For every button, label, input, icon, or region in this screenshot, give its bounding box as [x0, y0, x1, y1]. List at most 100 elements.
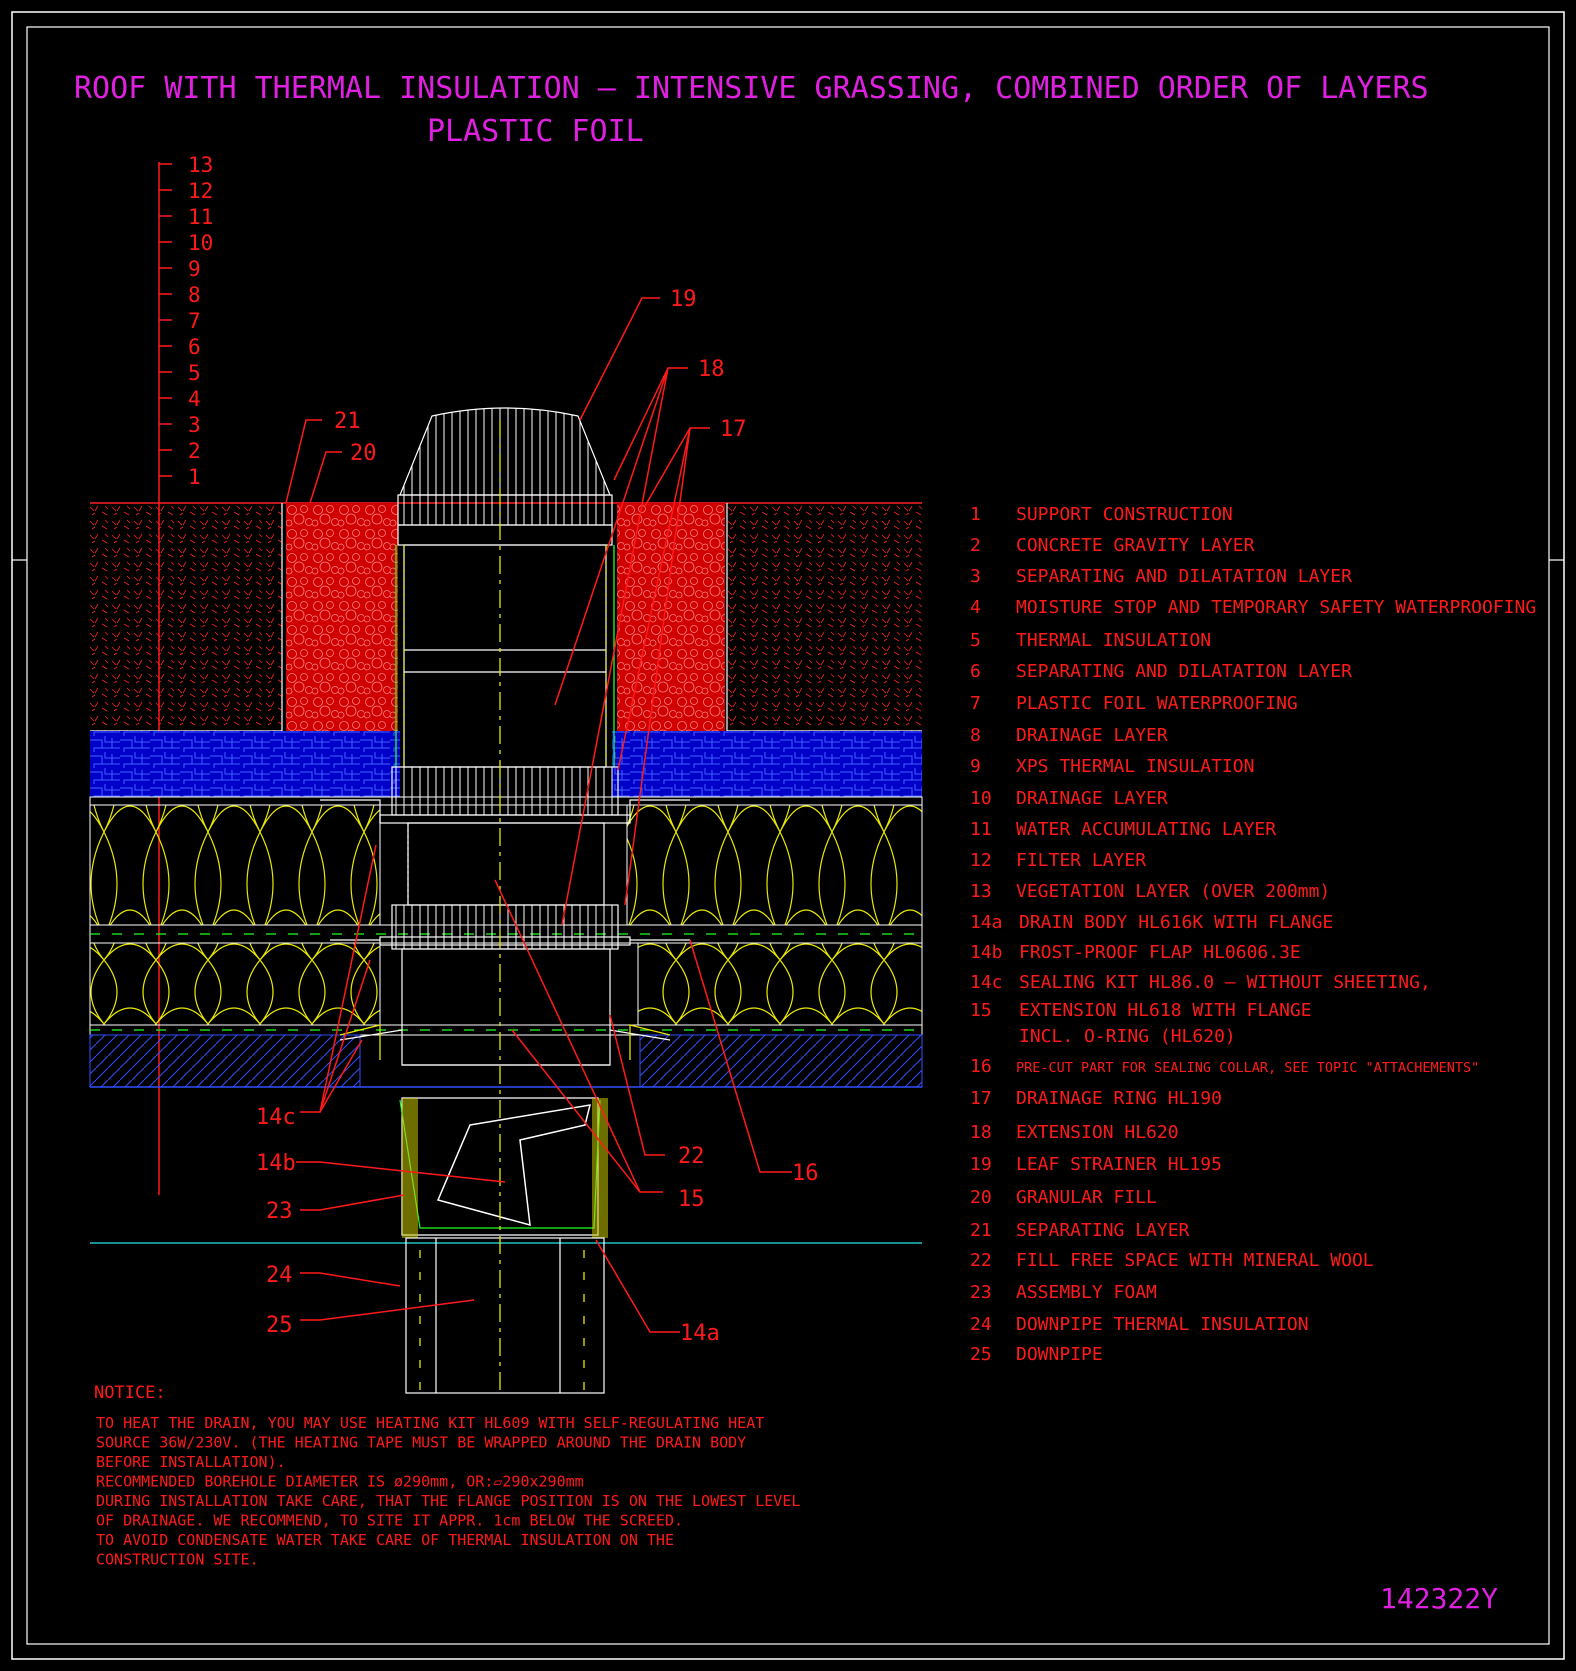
legend-text: PLASTIC FOIL WATERPROOFING	[1016, 693, 1298, 714]
callout-labels: 19 18 17 21 20 22 15 16 14c 14b 23 24 25…	[256, 287, 819, 1346]
legend-text: FROST-PROOF FLAP HL0606.3E	[1019, 942, 1301, 963]
title-line-1: ROOF WITH THERMAL INSULATION – INTENSIVE…	[74, 71, 1429, 106]
granular-fill-left	[286, 503, 398, 731]
callout-14c: 14c	[256, 1105, 296, 1130]
notice-line: CONSTRUCTION SITE.	[96, 1551, 259, 1569]
legend-text: SEPARATING LAYER	[1016, 1220, 1190, 1241]
legend-text: DOWNPIPE	[1016, 1344, 1103, 1365]
legend-text: CONCRETE GRAVITY LAYER	[1016, 535, 1255, 556]
legend-text: INCL. O-RING (HL620)	[1019, 1026, 1236, 1047]
legend-text: THERMAL INSULATION	[1016, 630, 1211, 651]
legend-text: VEGETATION LAYER (OVER 200mm)	[1016, 881, 1330, 902]
vegetation-layer-left	[90, 503, 282, 731]
xps-insulation-right	[626, 804, 923, 926]
legend-text: EXTENSION HL618 WITH FLANGE	[1019, 1000, 1312, 1021]
callout-14b: 14b	[256, 1151, 296, 1176]
callout-20: 20	[350, 441, 377, 466]
roof-section	[89, 502, 923, 1244]
callout-18: 18	[698, 357, 725, 382]
legend-number: 1	[970, 504, 981, 525]
scale-number: 6	[188, 335, 201, 359]
drainage-ring-upper	[320, 766, 690, 824]
legend-text: PRE-CUT PART FOR SEALING COLLAR, SEE TOP…	[1016, 1060, 1479, 1076]
concrete-layer-right	[639, 1034, 923, 1088]
legend-text: FILTER LAYER	[1016, 850, 1146, 871]
notice-heading: NOTICE:	[94, 1383, 166, 1403]
legend-text: LEAF STRAINER HL195	[1016, 1154, 1222, 1175]
callout-25: 25	[266, 1313, 293, 1338]
downpipe	[405, 1237, 605, 1394]
callout-22: 22	[678, 1144, 705, 1169]
notice-block: NOTICE: TO HEAT THE DRAIN, YOU MAY USE H…	[94, 1383, 800, 1569]
callout-14a: 14a	[680, 1321, 720, 1346]
scale-number: 2	[188, 439, 201, 463]
legend-number: 11	[970, 819, 992, 840]
scale-number: 10	[188, 231, 213, 255]
legend-number: 5	[970, 630, 981, 651]
legend-number: 2	[970, 535, 981, 556]
scale-number: 7	[188, 309, 201, 333]
legend-text: SEPARATING AND DILATATION LAYER	[1016, 566, 1352, 587]
legend-number: 4	[970, 597, 981, 618]
drainage-layer-left	[90, 731, 400, 797]
legend-number: 25	[970, 1344, 992, 1365]
callout-21: 21	[334, 409, 361, 434]
xps-insulation-left	[89, 804, 381, 926]
notice-line: DURING INSTALLATION TAKE CARE, THAT THE …	[96, 1492, 800, 1510]
legend-number: 18	[970, 1122, 992, 1143]
legend-number: 9	[970, 756, 981, 777]
notice-line: TO HEAT THE DRAIN, YOU MAY USE HEATING K…	[96, 1414, 764, 1432]
scale-number: 8	[188, 283, 201, 307]
drainage-ring-lower	[330, 904, 690, 950]
legend-number: 15	[970, 1000, 992, 1021]
legend-text: FILL FREE SPACE WITH MINERAL WOOL	[1016, 1250, 1374, 1271]
leader-lines	[285, 297, 792, 1333]
extension-pipe	[395, 544, 615, 768]
drainage-layer-right	[612, 731, 922, 797]
drain-body-hl616k	[399, 1097, 608, 1238]
legend-text: DRAINAGE RING HL190	[1016, 1088, 1222, 1109]
notice-line: OF DRAINAGE. WE RECOMMEND, TO SITE IT AP…	[96, 1512, 683, 1530]
callout-23: 23	[266, 1199, 293, 1224]
notice-line: SOURCE 36W/230V. (THE HEATING TAPE MUST …	[96, 1434, 746, 1452]
legend-number: 14a	[970, 912, 1003, 933]
legend-text: XPS THERMAL INSULATION	[1016, 756, 1254, 777]
legend-text: DOWNPIPE THERMAL INSULATION	[1016, 1314, 1309, 1335]
legend-number: 14c	[970, 972, 1003, 993]
legend-text: DRAIN BODY HL616K WITH FLANGE	[1019, 912, 1333, 933]
callout-17: 17	[720, 417, 747, 442]
thermal-insulation-left	[89, 942, 381, 1026]
drawing-code: 142322Y	[1380, 1582, 1498, 1615]
legend-number: 3	[970, 566, 981, 587]
scale-number: 1	[188, 465, 201, 489]
extension-hl618	[407, 822, 605, 906]
scale-number: 9	[188, 257, 201, 281]
callout-15: 15	[678, 1187, 705, 1212]
legend-number: 12	[970, 850, 992, 871]
legend-number: 14b	[970, 942, 1003, 963]
callout-16: 16	[792, 1161, 819, 1186]
legend-number: 23	[970, 1282, 992, 1303]
legend-number: 20	[970, 1187, 992, 1208]
concrete-layer-left	[89, 1034, 361, 1088]
legend-number: 24	[970, 1314, 992, 1335]
legend-text: GRANULAR FILL	[1016, 1187, 1157, 1208]
legend-number: 6	[970, 661, 981, 682]
notice-line: BEFORE INSTALLATION).	[96, 1453, 286, 1471]
legend-number: 17	[970, 1088, 992, 1109]
scale-number: 13	[188, 153, 213, 177]
scale-number: 11	[188, 205, 213, 229]
scale-number: 4	[188, 387, 201, 411]
scale-number: 5	[188, 361, 201, 385]
legend-number: 19	[970, 1154, 992, 1175]
drain-body-upper	[401, 948, 611, 1066]
legend-number: 8	[970, 725, 981, 746]
notice-line: RECOMMENDED BOREHOLE DIAMETER IS ø290mm,…	[96, 1473, 584, 1491]
frost-proof-flap	[436, 1104, 592, 1227]
legend-number: 13	[970, 881, 992, 902]
legend-text: DRAINAGE LAYER	[1016, 788, 1168, 809]
legend-number: 21	[970, 1220, 992, 1241]
thermal-insulation-right	[637, 942, 923, 1026]
